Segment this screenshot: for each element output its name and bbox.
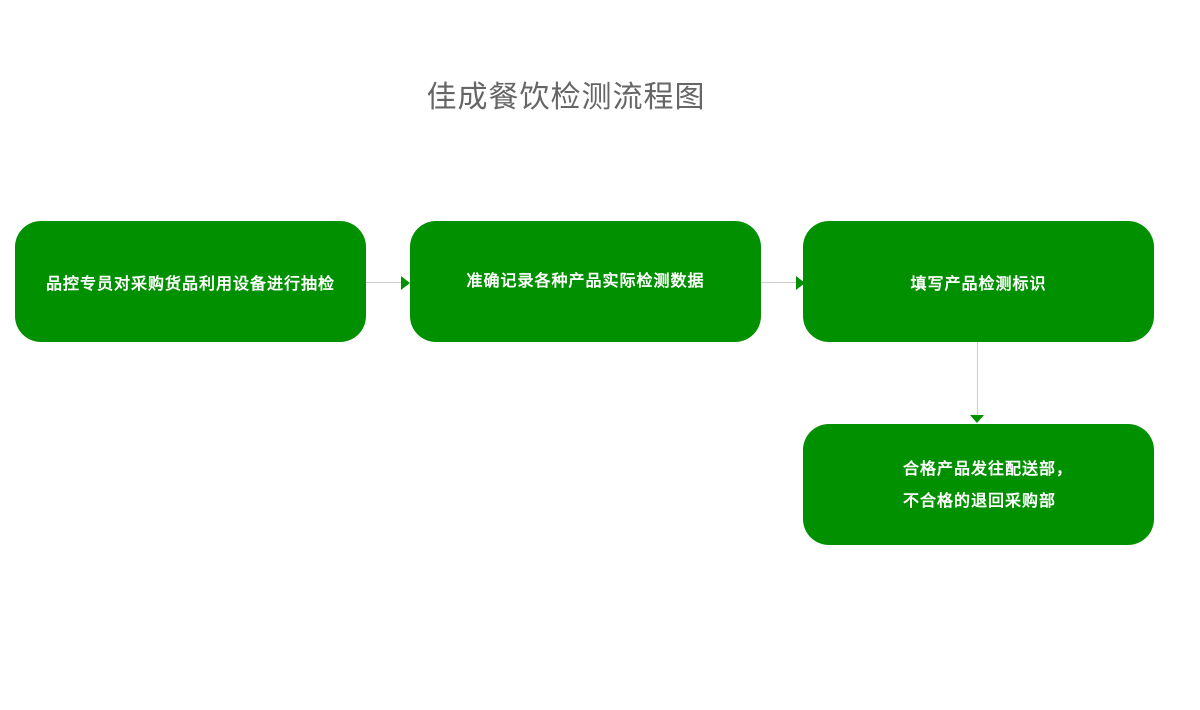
step-4-line-1: 合格产品发往配送部，	[903, 458, 1074, 478]
arrow-right-icon	[401, 276, 410, 290]
step-2-node: 准确记录各种产品实际检测数据	[410, 221, 761, 342]
step-1-node: 品控专员对采购货品利用设备进行抽检	[15, 221, 366, 342]
step-4-node: 合格产品发往配送部， 不合格的退回采购部	[803, 424, 1154, 545]
step-3-node: 填写产品检测标识	[803, 221, 1154, 342]
step-3-label: 填写产品检测标识	[910, 273, 1047, 293]
step-2-label: 准确记录各种产品实际检测数据	[466, 270, 705, 290]
arrow-down-icon	[970, 415, 984, 423]
step-4-line-2: 不合格的退回采购部	[903, 490, 1057, 510]
diagram-title: 佳成餐饮检测流程图	[426, 80, 706, 115]
connector-1-2	[366, 282, 402, 283]
arrow-right-icon	[796, 276, 805, 290]
step-1-label: 品控专员对采购货品利用设备进行抽检	[45, 273, 335, 293]
connector-2-3	[761, 282, 797, 283]
connector-3-4	[977, 342, 978, 416]
